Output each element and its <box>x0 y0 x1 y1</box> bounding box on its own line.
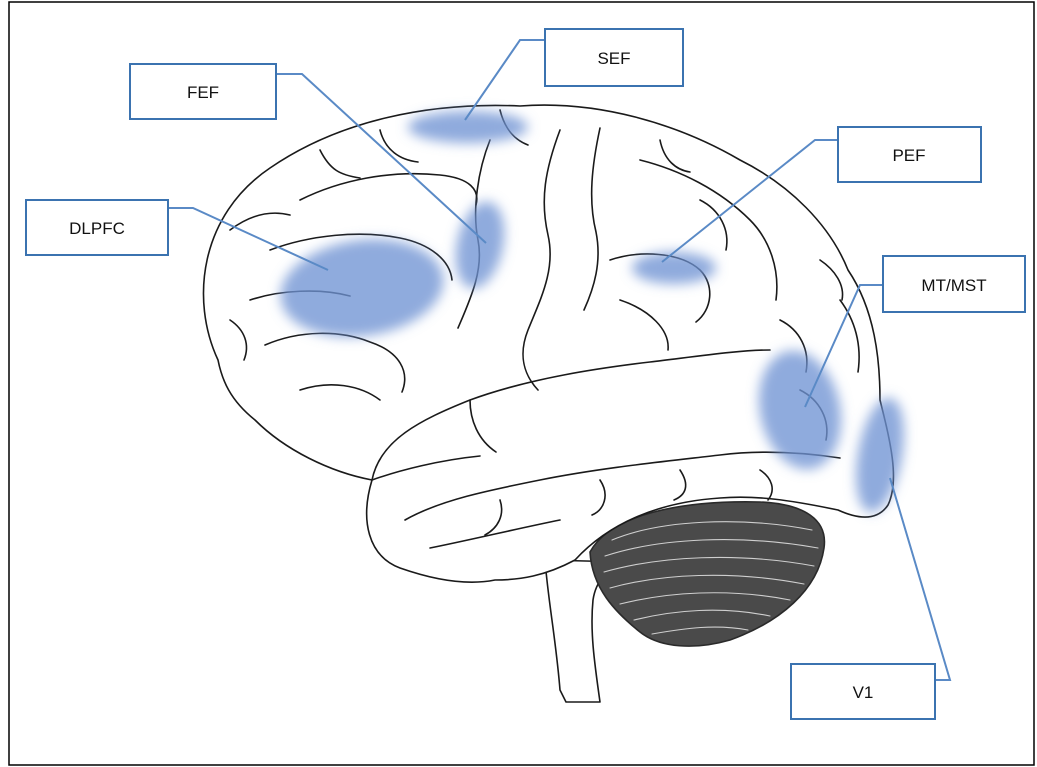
label-v1: V1 <box>853 683 874 702</box>
label-box-sef: SEF <box>545 29 683 86</box>
label-mt-mst: MT/MST <box>921 276 986 295</box>
cerebellum <box>590 502 824 646</box>
region-pef <box>632 252 716 284</box>
label-fef: FEF <box>187 83 219 102</box>
label-box-mt-mst: MT/MST <box>883 256 1025 312</box>
leader-line-v1 <box>890 478 950 680</box>
label-box-pef: PEF <box>838 127 981 182</box>
label-pef: PEF <box>892 146 925 165</box>
label-sef: SEF <box>597 49 630 68</box>
label-dlpfc: DLPFC <box>69 219 125 238</box>
label-box-v1: V1 <box>791 664 935 719</box>
label-box-dlpfc: DLPFC <box>26 200 168 255</box>
label-box-fef: FEF <box>130 64 276 119</box>
